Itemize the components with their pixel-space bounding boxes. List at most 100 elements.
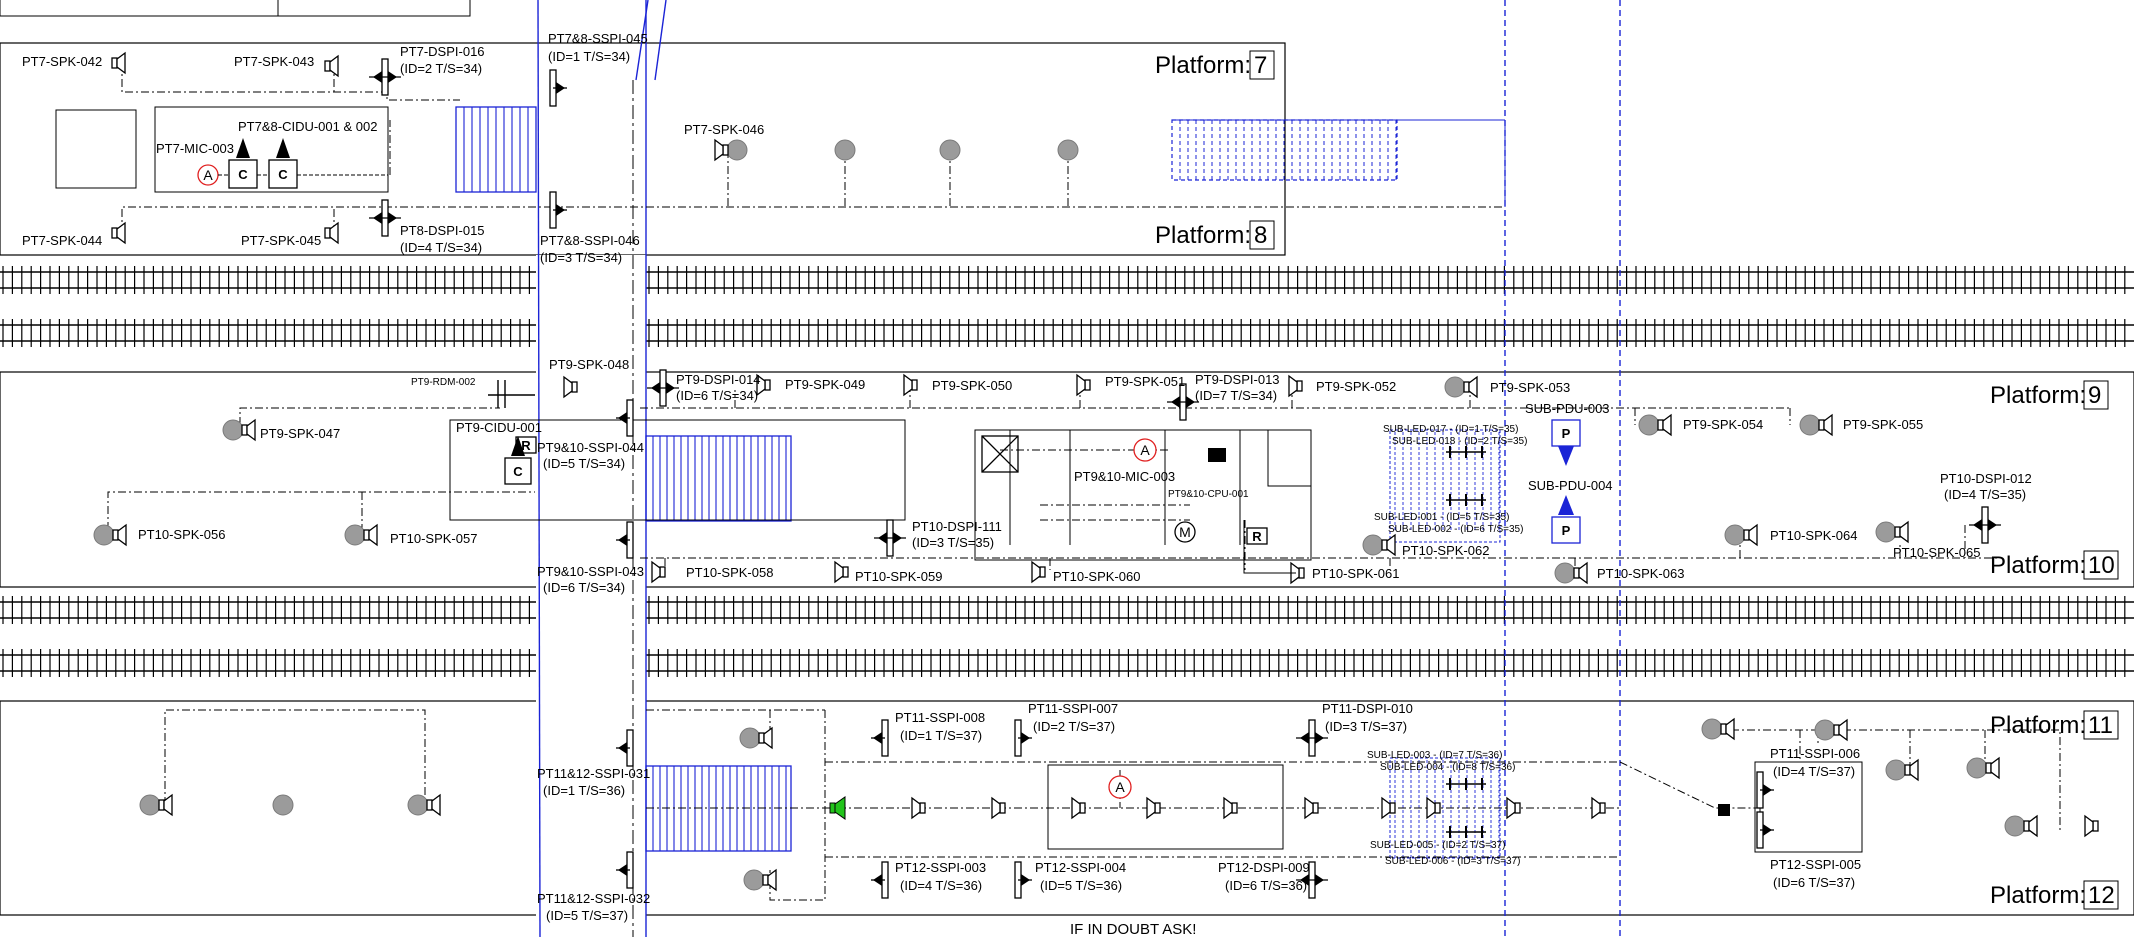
label-pt9-spk-055: PT9-SPK-055 — [1843, 417, 1923, 432]
display-arrow — [1973, 519, 1982, 531]
ceiling-speaker-dot — [222, 419, 244, 441]
symbol-box — [228, 159, 258, 189]
speaker-body — [919, 802, 926, 814]
label-pt12-sspi-004-id: (ID=5 T/S=36) — [1040, 878, 1122, 893]
label-pt9-dspi-014-id: (ID=6 T/S=34) — [676, 388, 758, 403]
ceiling-speaker-dot — [272, 794, 294, 816]
display-pt9-dspi-014 — [647, 369, 679, 407]
speaker-body — [111, 57, 118, 69]
ceiling-speaker-pt7-a — [834, 139, 856, 161]
display-arrow — [618, 412, 627, 424]
label-pt7-spk-042: PT7-SPK-042 — [22, 54, 102, 69]
speaker-pt7-spk-044 — [111, 221, 126, 245]
speaker-cone — [1725, 717, 1735, 741]
speaker-pt11-line-3 — [1071, 796, 1086, 820]
label-pt9-spk-049: PT9-SPK-049 — [785, 377, 865, 392]
sub-led-hatch — [1394, 760, 1500, 858]
label-pt9-dspi-013: PT9-DSPI-013 — [1195, 372, 1280, 387]
ceiling-speaker-dot — [1701, 718, 1723, 740]
speaker-pt9-spk-050 — [903, 373, 918, 397]
speaker-pt9-spk-054 — [1638, 414, 1660, 436]
label-pt11-dspi-010-id: (ID=3 T/S=37) — [1325, 719, 1407, 734]
speaker-cone — [834, 796, 846, 820]
label-pt10-spk-062: PT10-SPK-062 — [1402, 543, 1489, 558]
speaker-pt7-spk-042 — [111, 51, 126, 75]
ceiling-speaker-dot — [939, 139, 961, 161]
label-pt7-mic-003: PT7-MIC-003 — [156, 141, 234, 156]
speaker-pt10-spk-062 — [1362, 534, 1384, 556]
speaker-cone — [767, 868, 777, 892]
speaker-body — [363, 529, 370, 541]
label-pt9-spk-047: PT9-SPK-047 — [260, 426, 340, 441]
label-pt10-spk-059: PT10-SPK-059 — [855, 569, 942, 584]
label-pt11-sspi-006: PT11-SSPI-006 — [1770, 746, 1860, 761]
device-labels: PT7-SPK-042 PT7-SPK-043 PT7-DSPI-016 (ID… — [22, 31, 2032, 923]
label-pt10-spk-063: PT10-SPK-063 — [1597, 566, 1684, 581]
speaker-pt12-a-horn — [762, 868, 777, 892]
speaker-pt11-f-horn — [1904, 758, 1919, 782]
speaker-pt11-e-horn — [1833, 718, 1848, 742]
display-arrow — [556, 204, 565, 216]
speaker-cone — [991, 796, 1001, 820]
speaker-body — [762, 874, 769, 886]
display-arrow — [556, 82, 565, 94]
label-pt1112-sspi-032-id: (ID=5 T/S=37) — [546, 908, 628, 923]
pdu-arrow — [1558, 446, 1574, 466]
label-pt78-sspi-045-id: (ID=1 T/S=34) — [548, 49, 630, 64]
speaker-cone — [163, 793, 173, 817]
rail-track — [646, 319, 2134, 347]
platform-11-label: Platform: — [1990, 712, 2086, 739]
label-pt10-spk-057: PT10-SPK-057 — [390, 531, 477, 546]
symbol-box — [1246, 527, 1268, 545]
speaker-cone — [651, 560, 661, 584]
speaker-cone — [1071, 796, 1081, 820]
symbol-letter: R — [1252, 529, 1262, 544]
display-arrow — [1021, 874, 1030, 886]
speaker-body — [324, 60, 331, 72]
label-pt7-dspi-016-id: (ID=2 T/S=34) — [400, 61, 482, 76]
speaker-pt12-c — [2084, 814, 2099, 838]
speaker-cone — [756, 373, 766, 397]
speaker-body — [158, 799, 165, 811]
speaker-body — [1231, 802, 1238, 814]
sub-led-display — [1446, 494, 1486, 506]
speaker-body — [324, 227, 331, 239]
speaker-cone — [1031, 560, 1041, 584]
platform-10-label: Platform: — [1990, 552, 2086, 579]
speaker-pt10-spk-063-horn — [1573, 561, 1588, 585]
speaker-body — [1657, 419, 1664, 431]
speaker-body — [722, 144, 729, 156]
speaker-pt10-spk-064 — [1724, 524, 1746, 546]
symbol-circle — [1174, 521, 1196, 543]
label-pt10-spk-065: PT10-SPK-065 — [1893, 545, 1980, 560]
amplifier-pt11: A — [1108, 775, 1132, 799]
speaker-cone — [834, 560, 844, 584]
platform-11-12-area — [0, 700, 2134, 916]
label-pt78-sspi-046-id: (ID=3 T/S=34) — [540, 250, 622, 265]
ceiling-speaker-dot — [726, 139, 748, 161]
display-arrow — [873, 874, 882, 886]
label-pt7-dspi-016: PT7-DSPI-016 — [400, 44, 485, 59]
display-arrow — [1300, 874, 1309, 886]
label-pt10-dspi-012-id: (ID=4 T/S=35) — [1944, 487, 2026, 502]
display-pt11-sspi-007 — [1014, 719, 1032, 757]
cidu-marker — [276, 138, 290, 158]
speaker-cone — [763, 726, 773, 750]
speaker-pt10-spk-063 — [1554, 562, 1576, 584]
speaker-pt10-spk-064-horn — [1743, 523, 1758, 547]
speaker-pt11-g-horn — [1985, 756, 2000, 780]
cidu-marker — [511, 436, 525, 456]
cidu-pt78-001: C — [228, 159, 258, 189]
speaker-cone — [1468, 375, 1478, 399]
ceiling-speaker-dot — [1554, 562, 1576, 584]
staircase-pt9-10 — [645, 435, 792, 522]
label-pt910-sspi-043-id: (ID=6 T/S=34) — [543, 580, 625, 595]
speaker-cone — [1748, 523, 1758, 547]
pdu-arrow — [1558, 495, 1574, 515]
mic-pt910-003: M — [1174, 521, 1196, 543]
speaker-pt7-spk-045 — [324, 221, 339, 245]
platform-11-number: 11 — [2088, 712, 2113, 739]
speaker-body — [1894, 526, 1901, 538]
speaker-pt10-spk-059 — [834, 560, 849, 584]
